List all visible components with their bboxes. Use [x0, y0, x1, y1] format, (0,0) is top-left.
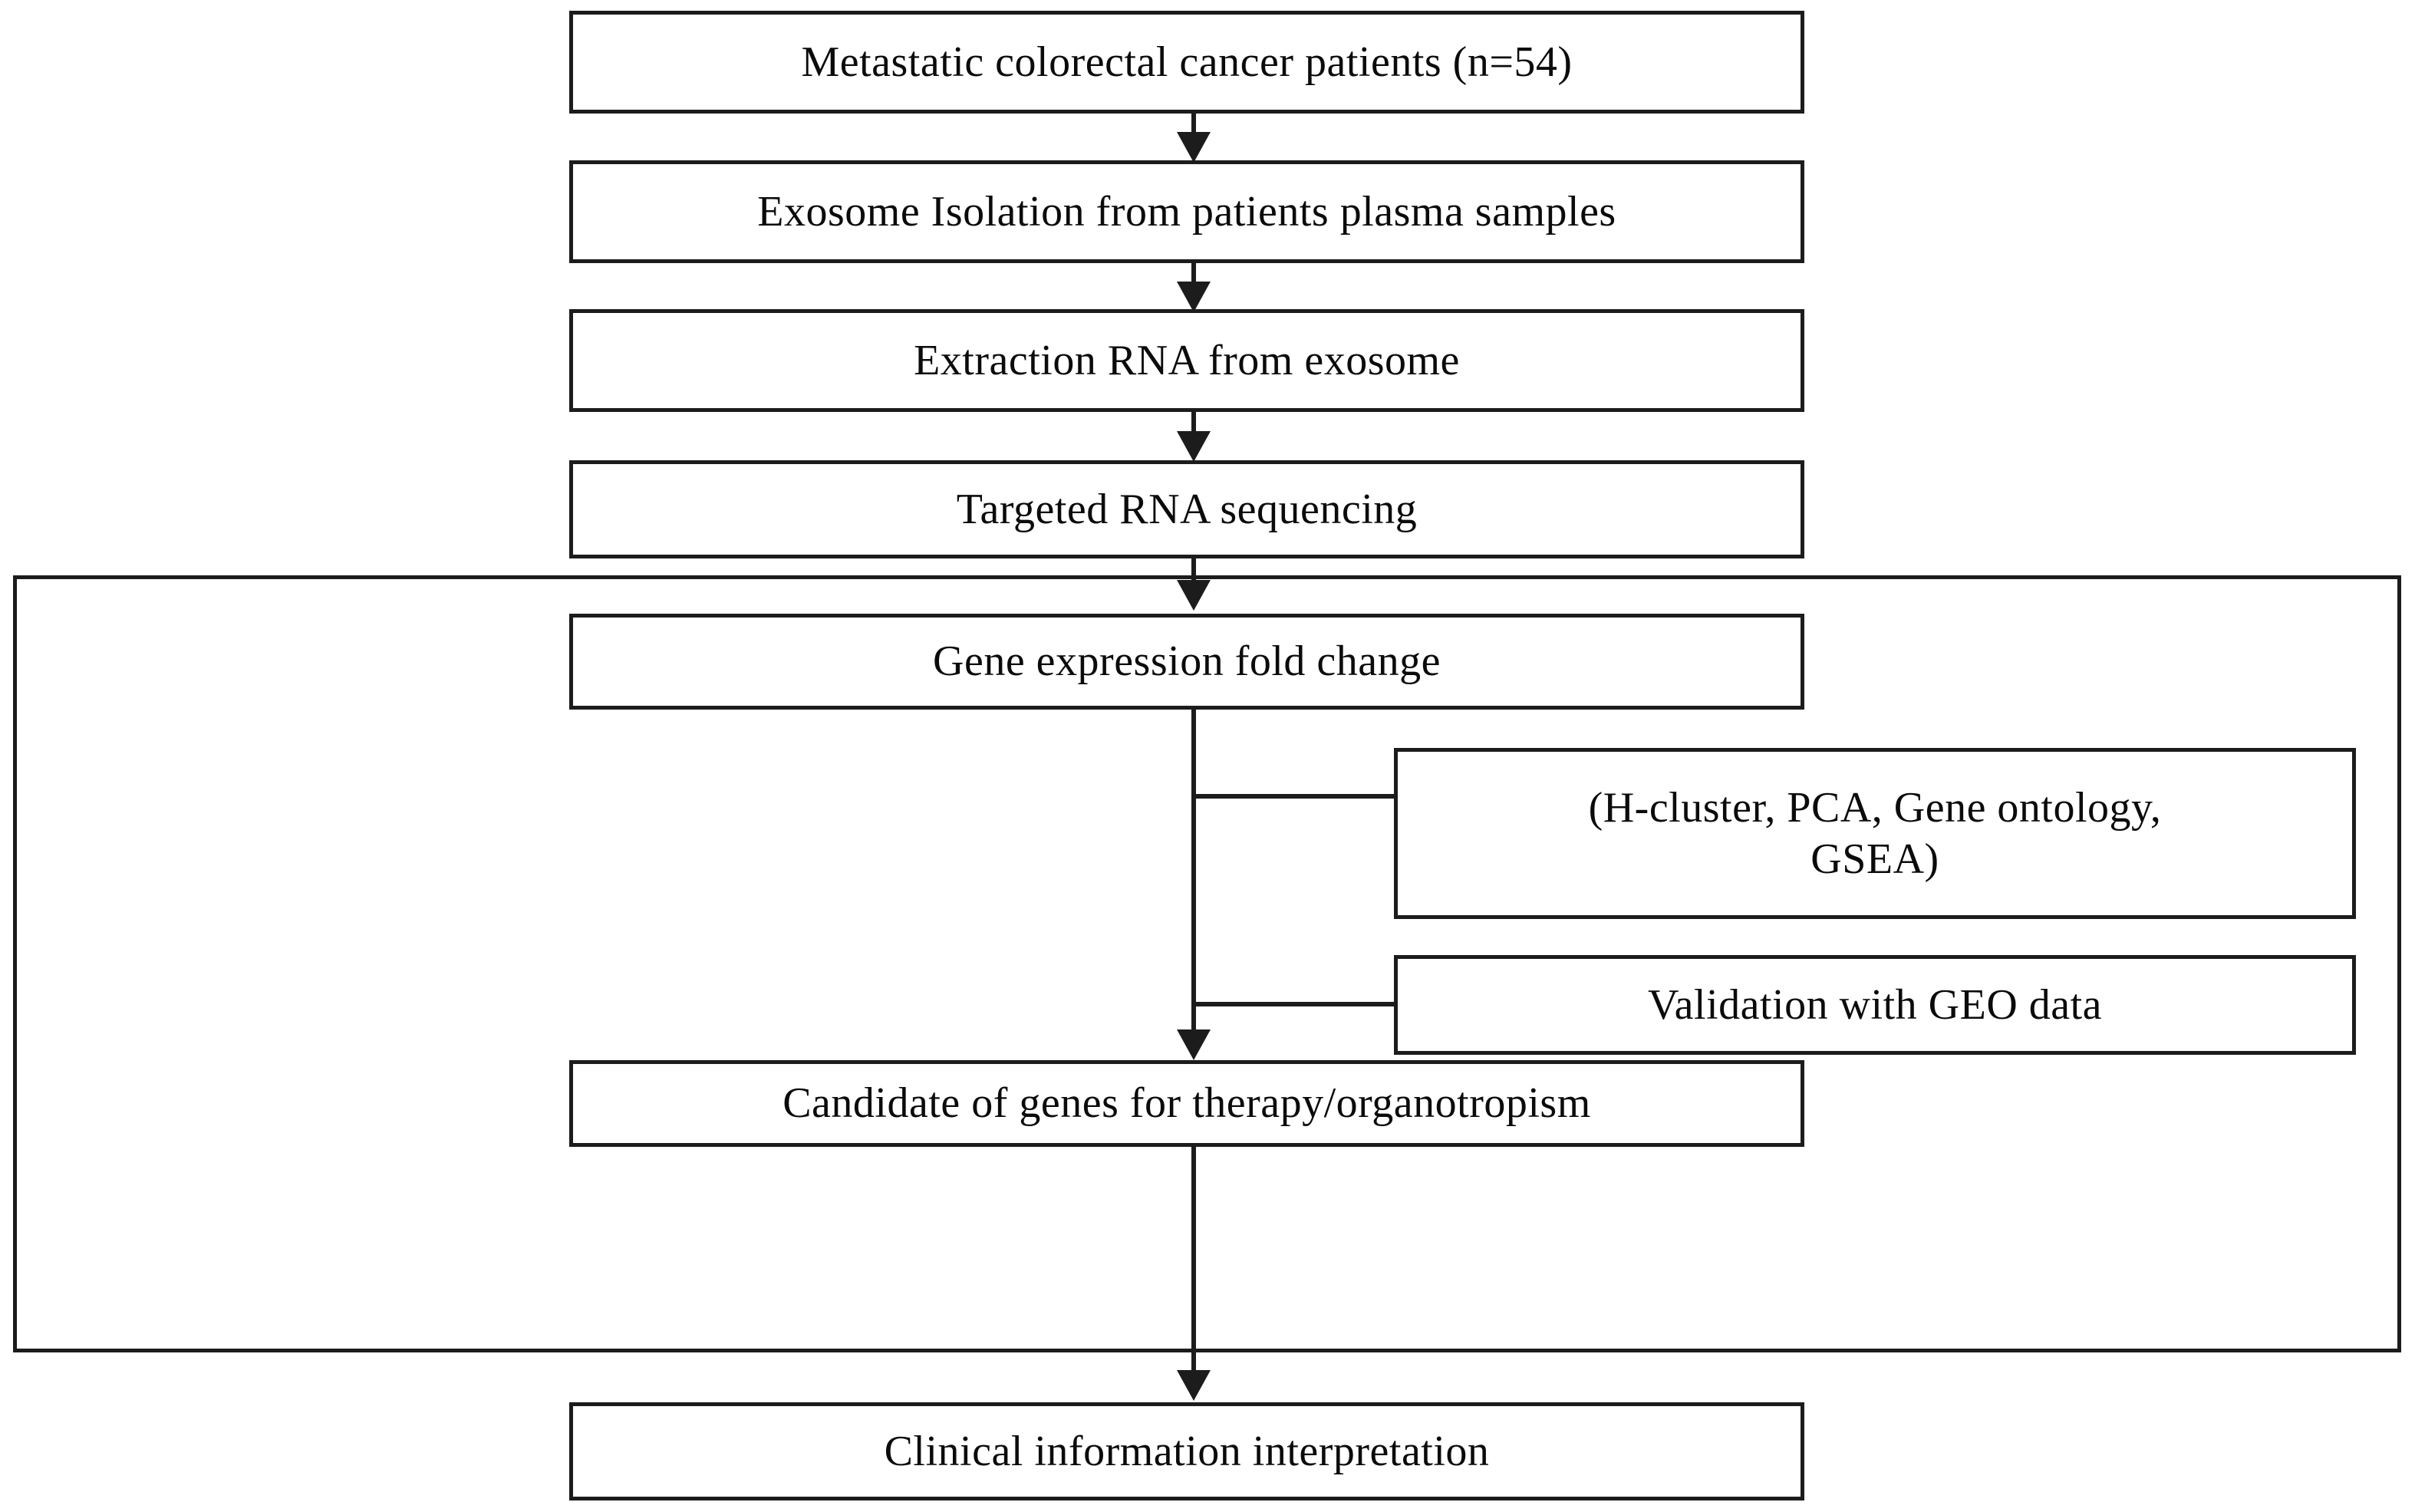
analysis-group-rectangle [13, 575, 2401, 1352]
arrowhead-sequencing-to-foldchange [1177, 580, 1211, 611]
arrowhead-candidate-to-clinical [1177, 1370, 1211, 1401]
node-patients[interactable]: Metastatic colorectal cancer patients (n… [569, 11, 1804, 114]
connector-patients-to-isolation [1191, 114, 1196, 146]
node-candidate-genes[interactable]: Candidate of genes for therapy/organotro… [569, 1060, 1804, 1147]
connector-extraction-to-sequencing [1191, 412, 1196, 446]
node-analysis-methods[interactable]: (H-cluster, PCA, Gene ontology, GSEA) [1394, 748, 2356, 919]
arrowhead-patients-to-isolation [1177, 132, 1211, 163]
connector-isolation-to-extraction [1191, 263, 1196, 295]
node-rna-sequencing[interactable]: Targeted RNA sequencing [569, 460, 1804, 558]
analysis-methods-line-1: (H-cluster, PCA, Gene ontology, [1588, 784, 2162, 832]
node-clinical-interpretation[interactable]: Clinical information interpretation [569, 1402, 1804, 1500]
connector-spine-to-geo-validation [1191, 1002, 1397, 1006]
arrowhead-foldchange-to-candidate [1177, 1029, 1211, 1060]
connector-candidate-to-clinical [1191, 1147, 1196, 1385]
node-geo-validation[interactable]: Validation with GEO data [1394, 955, 2356, 1055]
analysis-methods-line-2: GSEA) [1810, 835, 1939, 883]
arrowhead-isolation-to-extraction [1177, 282, 1211, 312]
node-rna-extraction[interactable]: Extraction RNA from exosome [569, 309, 1804, 412]
arrowhead-extraction-to-sequencing [1177, 431, 1211, 462]
connector-foldchange-to-candidate [1191, 710, 1196, 1039]
connector-spine-to-analysis-methods [1191, 794, 1397, 799]
node-gene-expression-fold-change[interactable]: Gene expression fold change [569, 614, 1804, 710]
connector-sequencing-to-foldchange [1191, 558, 1196, 595]
node-exosome-isolation[interactable]: Exosome Isolation from patients plasma s… [569, 160, 1804, 263]
